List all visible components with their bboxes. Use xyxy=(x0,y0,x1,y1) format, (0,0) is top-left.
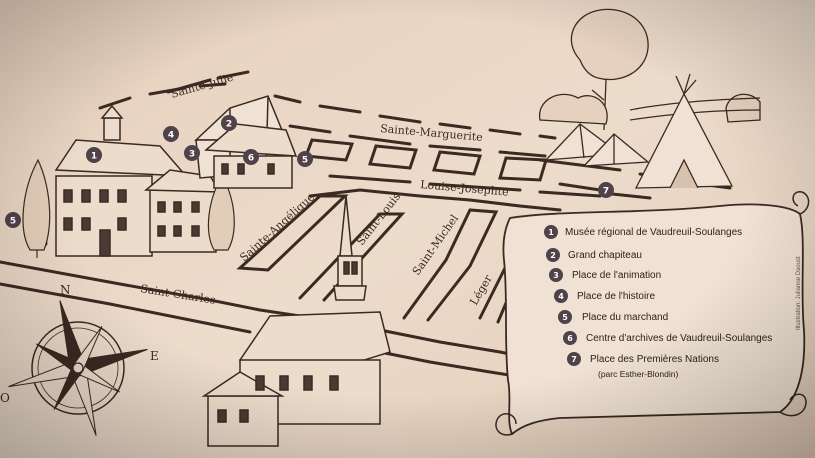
map-marker-5-right[interactable]: 5 xyxy=(297,151,313,167)
legend-label: Place des Premières Nations xyxy=(590,354,719,365)
legend-label: Place de l'histoire xyxy=(577,291,656,302)
marker-number: 7 xyxy=(603,187,609,197)
map-marker-2[interactable]: 2 xyxy=(221,115,237,131)
legend-number: 3 xyxy=(553,271,559,280)
legend-label: Place du marchand xyxy=(582,312,668,323)
compass-east-label: E xyxy=(150,349,159,363)
marker-number: 5 xyxy=(302,156,308,166)
map-marker-4[interactable]: 4 xyxy=(163,126,179,142)
map-marker-5-left[interactable]: 5 xyxy=(5,212,21,228)
legend-item: 1 Musée régional de Vaudreuil-Soulanges xyxy=(544,225,742,239)
marker-number: 6 xyxy=(248,154,254,164)
legend-item: 7 Place des Premières Nations xyxy=(567,352,719,366)
legend-label: Musée régional de Vaudreuil-Soulanges xyxy=(565,227,742,238)
map-marker-7[interactable]: 7 xyxy=(598,182,614,198)
compass-west-label: O xyxy=(0,391,10,405)
legend-number: 1 xyxy=(548,228,554,237)
map-marker-1[interactable]: 1 xyxy=(86,147,102,163)
illustration-credit: Illustration: Julianne Daoust xyxy=(796,256,802,330)
legend-number: 6 xyxy=(567,334,573,343)
map-marker-3[interactable]: 3 xyxy=(184,145,200,161)
marker-number: 2 xyxy=(226,120,232,130)
legend-number: 7 xyxy=(571,355,577,364)
legend-label: Grand chapiteau xyxy=(568,250,642,261)
marker-number: 4 xyxy=(168,131,174,141)
marker-number: 1 xyxy=(91,152,97,162)
legend-number: 2 xyxy=(550,251,556,260)
legend-item: 6 Centre d'archives de Vaudreuil-Soulang… xyxy=(563,331,772,345)
legend-number: 5 xyxy=(562,313,568,322)
marker-number: 5 xyxy=(10,217,16,227)
marker-number: 3 xyxy=(189,150,195,160)
compass-north-label: N xyxy=(60,283,71,297)
legend-number: 4 xyxy=(558,292,564,301)
legend-label: Place de l'animation xyxy=(572,270,661,281)
legend-sub-label: (parc Esther-Blondin) xyxy=(598,369,678,379)
map-marker-6[interactable]: 6 xyxy=(243,149,259,165)
legend-label: Centre d'archives de Vaudreuil-Soulanges xyxy=(586,333,772,344)
